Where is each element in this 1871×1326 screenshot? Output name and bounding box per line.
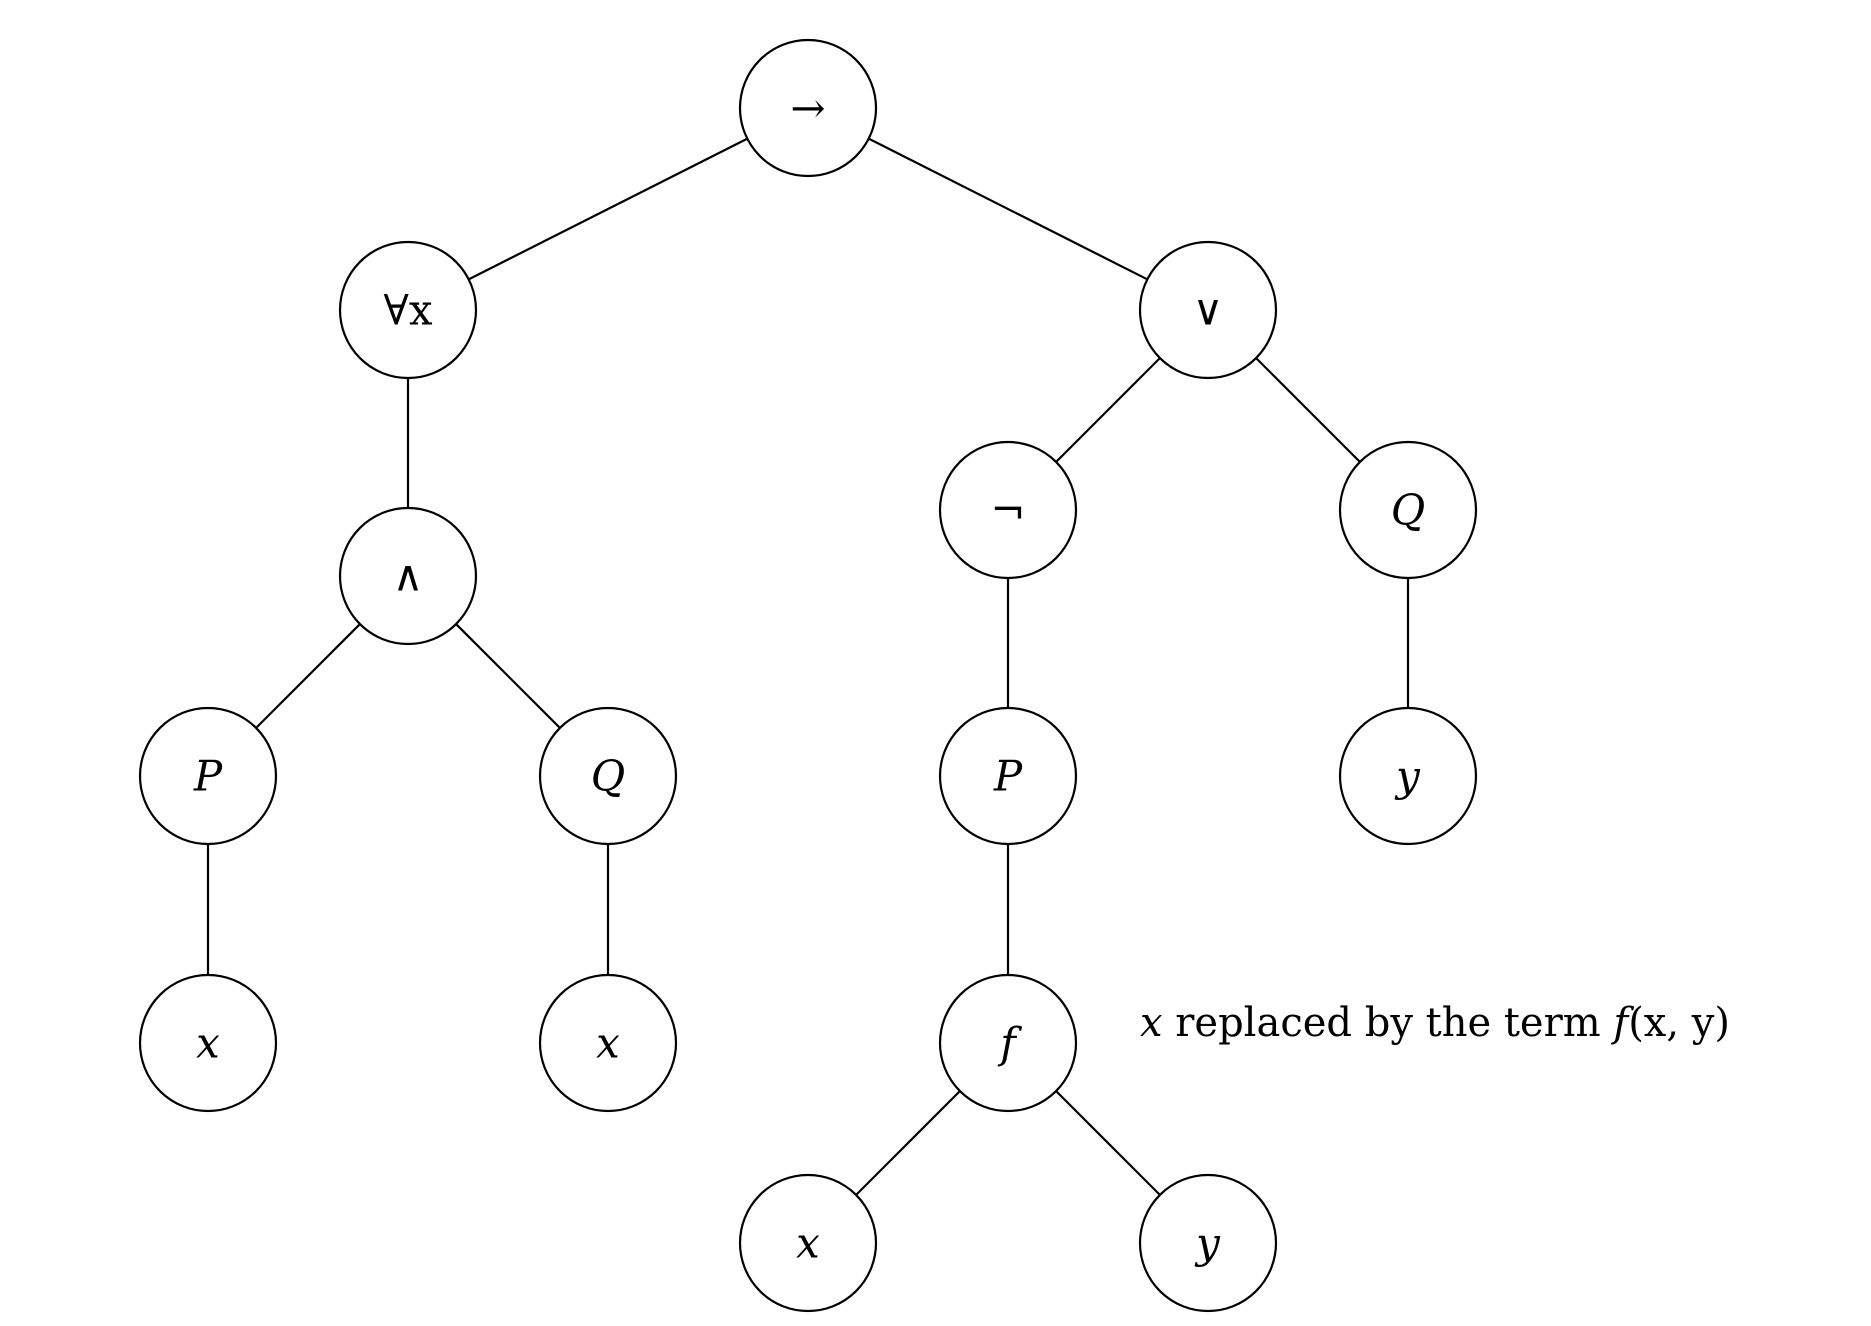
tree-node-label: ¬ [990,486,1025,535]
tree-node-n7: ∨ [1138,240,1278,380]
tree-node-circle [1138,240,1278,380]
tree-node-n9: P [938,706,1078,846]
annotation-variable: x [1140,1000,1163,1046]
tree-node-circle [1338,706,1478,846]
tree-node-n10: f [938,973,1078,1113]
tree-node-label: Q [591,752,625,801]
tree-node-n12: y [1138,1173,1278,1313]
tree-node-circle [338,506,478,646]
tree-node-n2: ∧ [338,506,478,646]
tree-node-label: Q [1391,486,1425,535]
tree-node-circle [938,706,1078,846]
tree-node-circle [938,440,1078,580]
tree-node-label: x [196,1019,220,1068]
tree-node-circle [738,38,878,178]
tree-node-label: P [993,752,1023,801]
tree-node-circle [738,1173,878,1313]
tree-node-label: x [596,1019,620,1068]
tree-node-n0: → [738,38,878,178]
tree-node-n14: y [1338,706,1478,846]
tree-node-label: P [193,752,223,801]
tree-node-label: ∧ [393,552,424,601]
annotation-middle-text: replaced by the term [1163,1000,1614,1046]
tree-node-label: ∨ [1193,286,1224,335]
tree-node-n6: x [538,973,678,1113]
tree-edge-n0-n7 [807,107,1209,311]
tree-node-label: y [1394,752,1421,801]
tree-node-circle [138,973,278,1113]
tree-node-circle [338,240,478,380]
tree-node-n5: Q [538,706,678,846]
tree-node-label: ∀x [383,286,432,335]
tree-node-n13: Q [1338,440,1478,580]
substitution-annotation: x replaced by the term f(x, y) [1140,1000,1730,1046]
tree-node-label: → [790,84,825,133]
tree-node-circle [138,706,278,846]
annotation-term-arguments: (x, y) [1628,1000,1730,1046]
tree-node-circle [938,973,1078,1113]
tree-edge-n0-n1 [407,107,809,311]
tree-node-n3: P [138,706,278,846]
tree-node-circle [1338,440,1478,580]
tree-node-circle [538,706,678,846]
tree-node-label: x [796,1219,820,1268]
tree-node-circle [538,973,678,1113]
tree-node-n8: ¬ [938,440,1078,580]
tree-node-circle [1138,1173,1278,1313]
tree-nodes: → ∀x ∧ Px Qx ∨ ¬ Pf x y Qy [138,38,1478,1313]
tree-node-n11: x [738,1173,878,1313]
tree-node-n1: ∀x [338,240,478,380]
tree-node-n4: x [138,973,278,1113]
tree-node-label: y [1194,1219,1221,1268]
